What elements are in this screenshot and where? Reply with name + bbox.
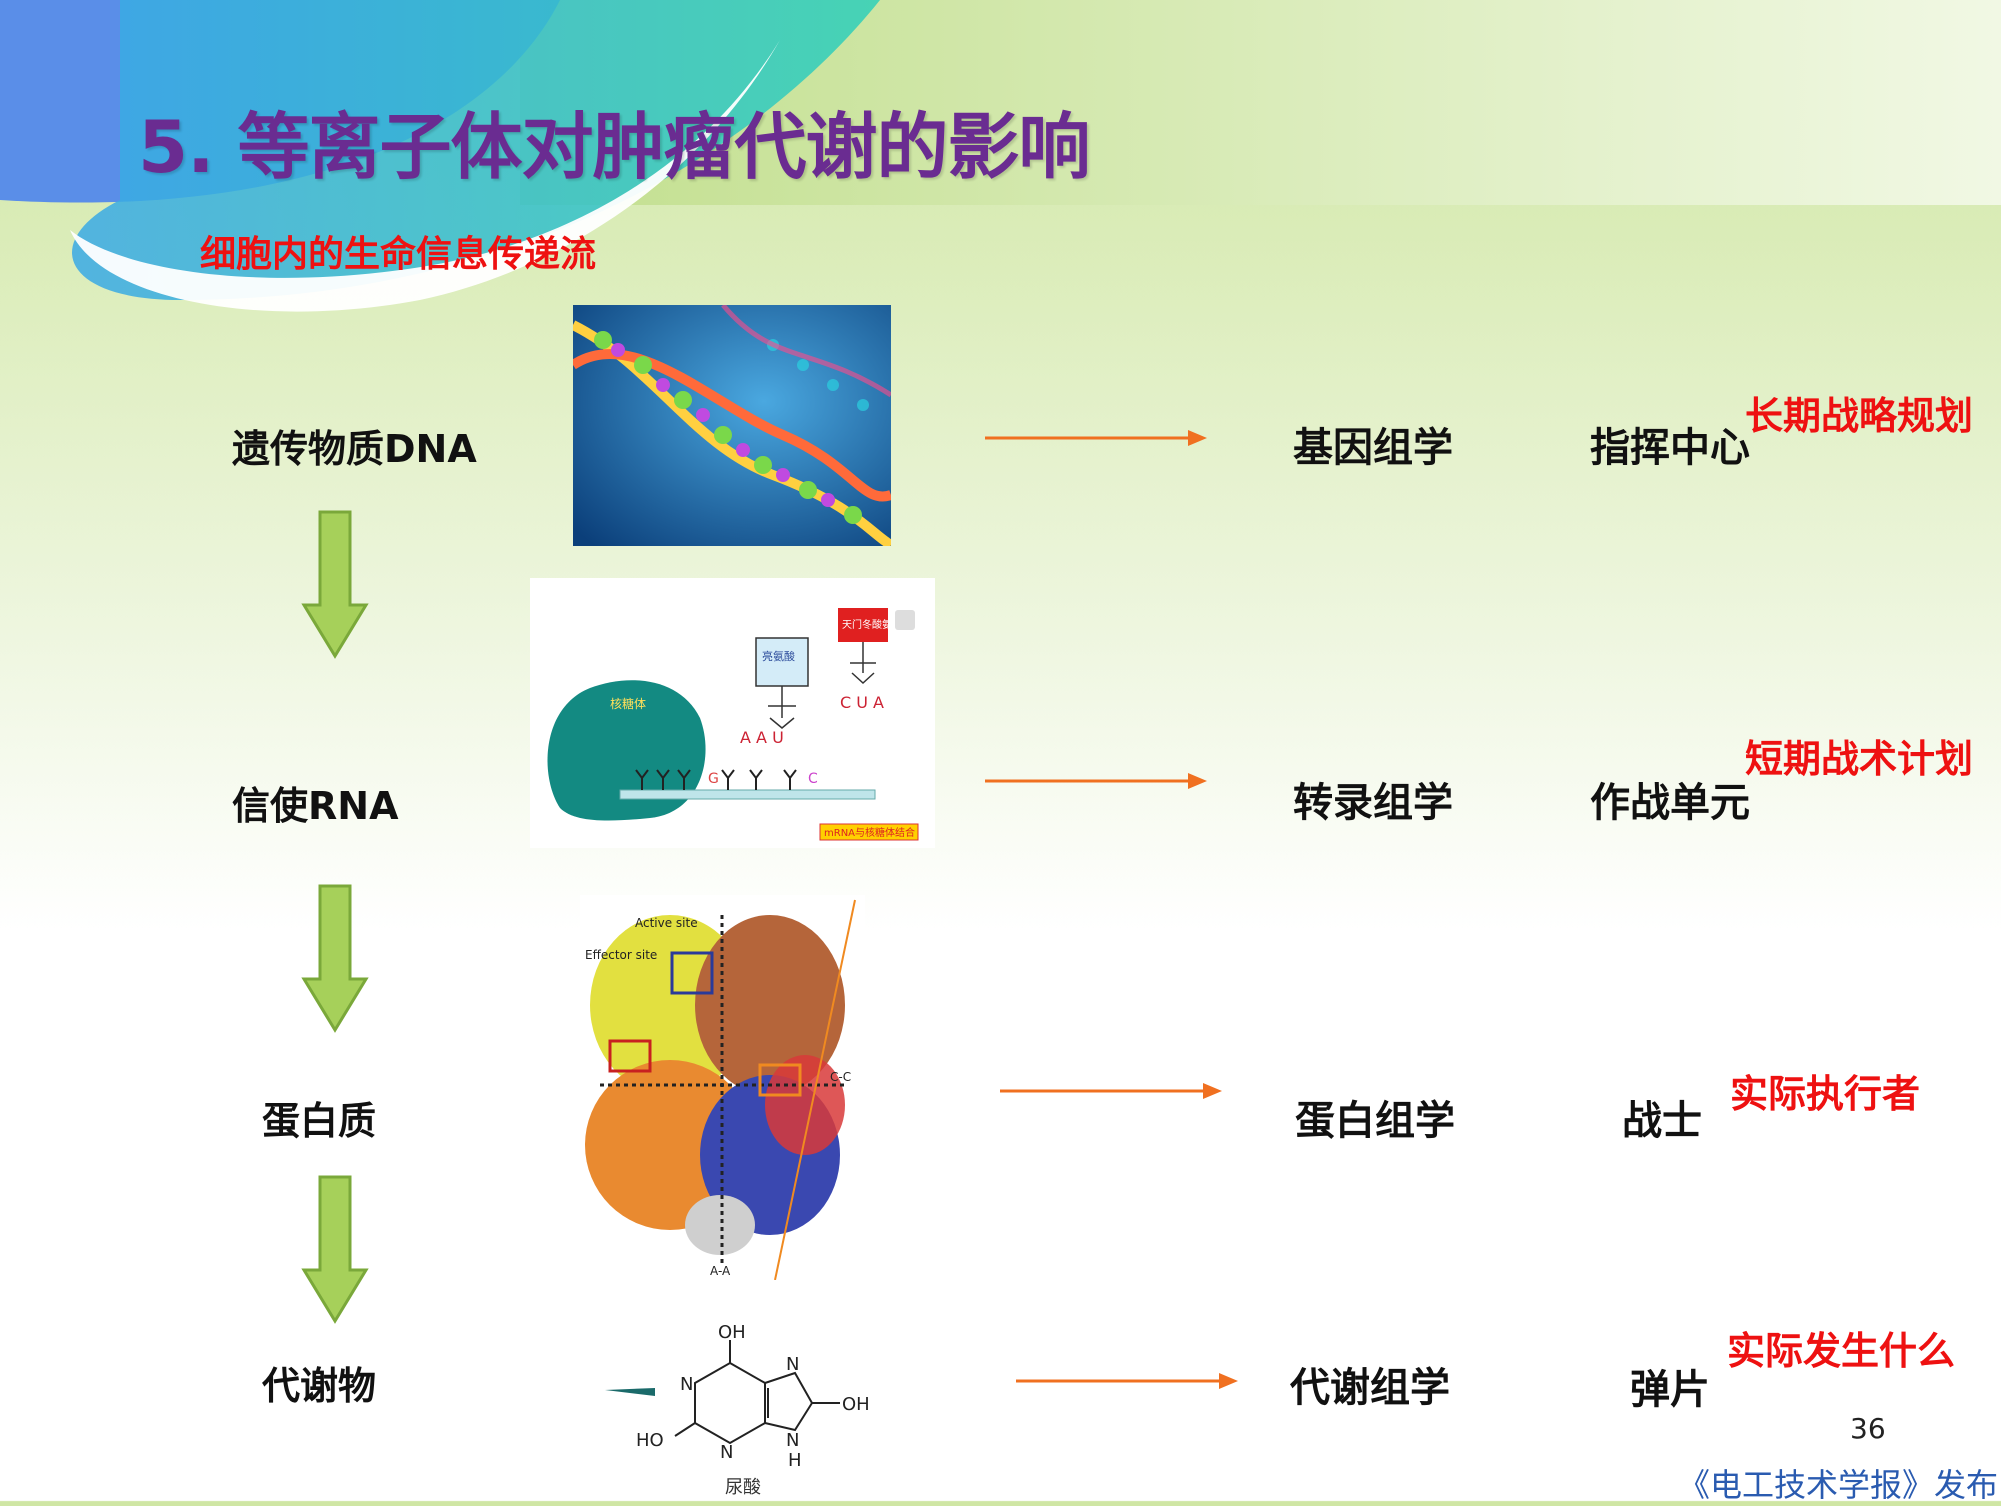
omics-transcriptomics: 转录组学 — [1293, 780, 1453, 826]
protein-structure-image: Active site Effector site C-C A-A — [580, 895, 865, 1280]
label-metabolite: 代谢物 — [262, 1364, 377, 1408]
leucine-label: 亮氨酸 — [762, 649, 795, 663]
omics-metabolomics: 代谢组学 — [1290, 1365, 1450, 1411]
mrna-ribosome-image: 核糖体 G C A A U C U A 亮氨酸 天门冬酸氨 mRNA与核糖体结合 — [530, 578, 935, 848]
uric-acid-structure: OH N N N N H OH HO 尿酸 — [605, 1322, 870, 1498]
background-decoration — [0, 0, 2001, 312]
orange-arrow-1 — [985, 430, 1207, 446]
tag-short-term-tactics: 短期战术计划 — [1745, 737, 1974, 781]
n-label-1: N — [680, 1374, 693, 1395]
label-dna: 遗传物质DNA — [232, 427, 477, 471]
role-combat-unit: 作战单元 — [1590, 780, 1750, 826]
uric-acid-name: 尿酸 — [725, 1477, 761, 1498]
effector-site-label: Effector site — [585, 948, 657, 962]
mrna-caption: mRNA与核糖体结合 — [824, 826, 915, 839]
down-arrow-3 — [301, 1175, 369, 1324]
omics-proteomics: 蛋白组学 — [1295, 1098, 1455, 1144]
ho-left-label: HO — [636, 1430, 664, 1451]
down-arrow-1 — [301, 510, 369, 659]
aa-axis-label: A-A — [710, 1264, 731, 1278]
tag-actual-executor: 实际执行者 — [1730, 1072, 1921, 1116]
asparagine-label: 天门冬酸氨 — [842, 618, 892, 631]
role-shrapnel: 弹片 — [1630, 1367, 1710, 1413]
role-soldier: 战士 — [1622, 1098, 1702, 1144]
oh-top-label: OH — [718, 1322, 746, 1343]
n-label-3: N — [786, 1354, 799, 1375]
tag-what-actually-happens: 实际发生什么 — [1727, 1329, 1956, 1373]
ribosome-label: 核糖体 — [610, 696, 646, 711]
svg-text:G: G — [708, 771, 719, 787]
role-command-center: 指挥中心 — [1590, 425, 1750, 471]
tag-long-term-strategy: 长期战略规划 — [1745, 394, 1974, 438]
orange-arrow-3 — [1000, 1083, 1222, 1099]
dna-helix-image — [573, 305, 891, 546]
label-rna: 信使RNA — [232, 784, 399, 828]
anticodon-aau: A A U — [740, 728, 784, 747]
label-protein: 蛋白质 — [262, 1099, 377, 1143]
svg-text:C: C — [808, 771, 818, 787]
page-number: 36 — [1850, 1412, 1886, 1445]
publisher-footer: 《电工技术学报》发布 — [1678, 1466, 1999, 1504]
anticodon-cua: C U A — [840, 693, 884, 712]
down-arrow-2 — [301, 884, 369, 1033]
active-site-label: Active site — [635, 916, 698, 930]
orange-arrow-4 — [1016, 1373, 1238, 1389]
n-label-2: N — [720, 1442, 733, 1463]
slide-title: 5. 等离子体对肿瘤代谢的影响 — [138, 105, 1091, 189]
cc-axis-label: C-C — [830, 1070, 851, 1084]
h-label: H — [788, 1450, 802, 1471]
slide-subtitle: 细胞内的生命信息传递流 — [200, 234, 597, 275]
n-label-4: N — [786, 1430, 799, 1451]
orange-arrow-2 — [985, 773, 1207, 789]
oh-right-label: OH — [842, 1394, 870, 1415]
omics-genomics: 基因组学 — [1293, 425, 1453, 471]
